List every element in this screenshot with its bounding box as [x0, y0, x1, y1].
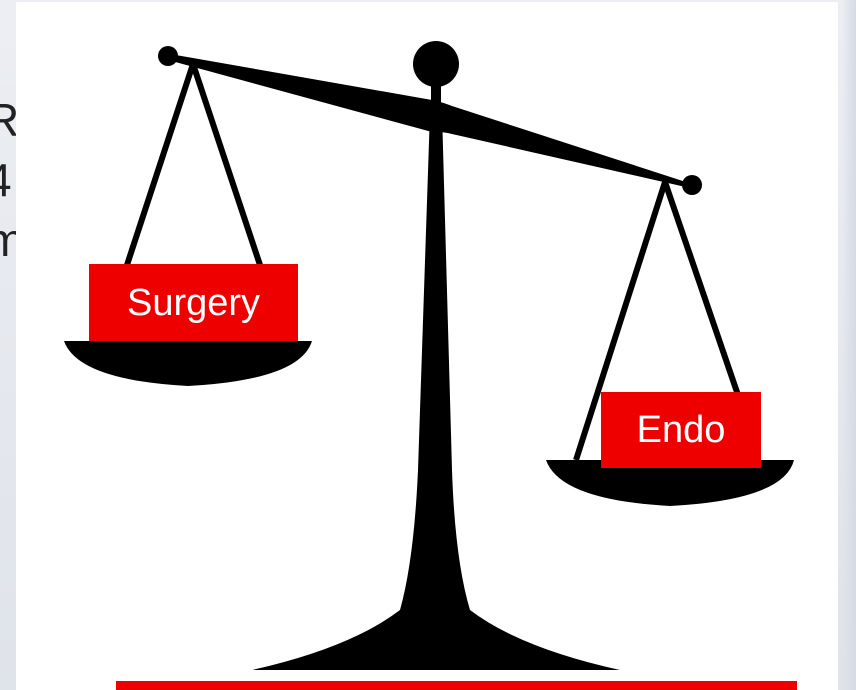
- right-string-b: [665, 182, 738, 395]
- endo-label: Endo: [601, 392, 761, 468]
- beam-end-right: [682, 175, 702, 195]
- accent-bar: [116, 681, 797, 690]
- left-string-b: [193, 64, 261, 268]
- beam-end-left: [158, 46, 178, 66]
- left-pan: [64, 341, 312, 386]
- scale-stand: [252, 112, 620, 670]
- left-string-a: [126, 64, 193, 268]
- surgery-label: Surgery: [89, 264, 298, 341]
